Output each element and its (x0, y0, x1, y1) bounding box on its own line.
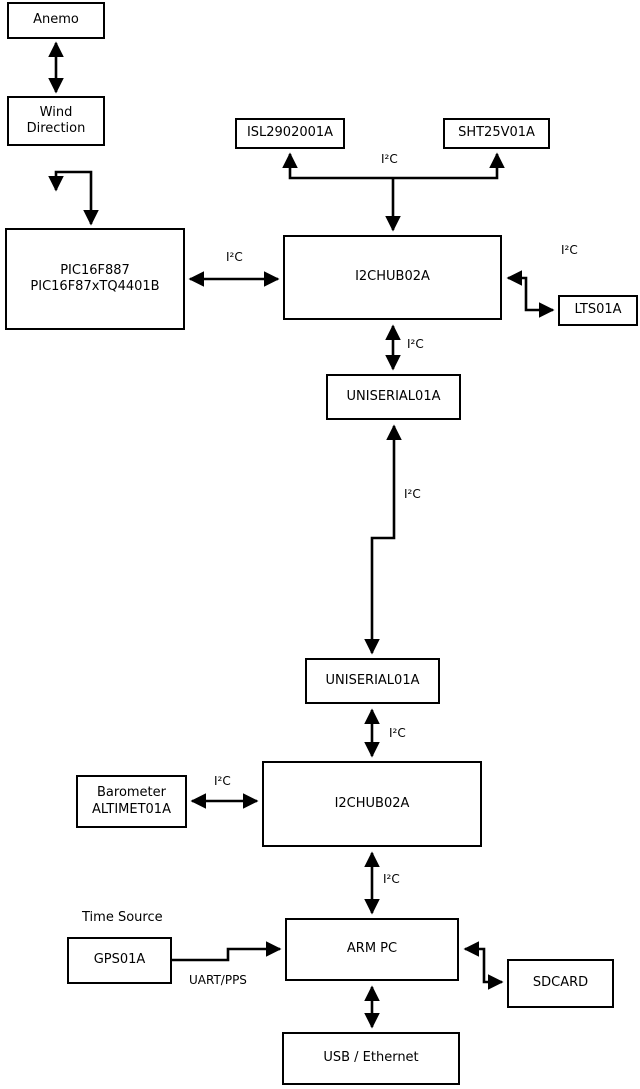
node-gps01a[interactable]: GPS01A (67, 937, 172, 984)
node-i2chub02a-top-label: I2CHUB02A (355, 269, 430, 285)
node-arm-pc-label: ARM PC (346, 941, 398, 957)
edge-label-i2c-uniserial-link: I²C (404, 487, 421, 501)
edge-label-i2c-top-bus: I²C (381, 152, 398, 166)
connector-gps-armpc (172, 941, 282, 962)
node-anemo-label: Anemo (33, 12, 79, 28)
node-pic-microcontroller[interactable]: PIC16F887 PIC16F87xTQ4401B (5, 228, 185, 330)
node-anemo[interactable]: Anemo (7, 2, 105, 39)
node-isl2902001a-label: ISL2902001A (246, 125, 334, 141)
node-isl2902001a[interactable]: ISL2902001A (235, 118, 345, 149)
node-usb-ethernet[interactable]: USB / Ethernet (282, 1032, 460, 1085)
node-i2chub02a-top[interactable]: I2CHUB02A (283, 235, 502, 320)
node-sdcard-label: SDCARD (532, 975, 589, 991)
node-usb-ethernet-label: USB / Ethernet (323, 1050, 419, 1066)
connector-hubtop-lts (506, 270, 555, 318)
label-time-source: Time Source (82, 910, 163, 925)
node-wind-direction-label: Wind Direction (26, 104, 86, 136)
node-barometer-altimet01a-label: Barometer ALTIMET01A (92, 785, 171, 817)
node-i2chub02a-bottom[interactable]: I2CHUB02A (262, 761, 482, 847)
node-sht25v01a[interactable]: SHT25V01A (443, 118, 550, 149)
edge-label-i2c-uniserial-lower-hub: I²C (389, 726, 406, 740)
edge-label-i2c-hub-armpc: I²C (383, 872, 400, 886)
node-barometer-altimet01a[interactable]: Barometer ALTIMET01A (76, 775, 187, 828)
node-sdcard[interactable]: SDCARD (507, 959, 614, 1008)
node-uniserial01a-lower-label: UNISERIAL01A (325, 672, 420, 688)
edge-label-i2c-pic-hub: I²C (226, 250, 243, 264)
node-uniserial01a-upper[interactable]: UNISERIAL01A (326, 374, 461, 420)
connector-bus-isl (282, 152, 393, 180)
edge-label-i2c-barometer-hub: I²C (214, 774, 231, 788)
node-lts01a-label: LTS01A (574, 302, 622, 318)
node-pic-microcontroller-label: PIC16F887 PIC16F87xTQ4401B (30, 262, 160, 294)
node-uniserial01a-upper-label: UNISERIAL01A (346, 388, 441, 404)
node-wind-direction[interactable]: Wind Direction (7, 96, 105, 146)
edge-label-i2c-hub-lts: I²C (561, 243, 578, 257)
node-sht25v01a-label: SHT25V01A (458, 125, 535, 141)
edge-label-i2c-hub-uniserial-upper: I²C (407, 337, 424, 351)
connector-armpc-sdcard (463, 941, 504, 990)
connector-pic-wind (48, 170, 99, 226)
connector-bus-sht (393, 152, 505, 180)
connector-uni1-uni2 (364, 424, 402, 655)
node-uniserial01a-lower[interactable]: UNISERIAL01A (305, 658, 440, 704)
node-lts01a[interactable]: LTS01A (558, 295, 638, 326)
node-gps01a-label: GPS01A (93, 952, 146, 968)
node-i2chub02a-bottom-label: I2CHUB02A (334, 795, 410, 811)
edge-label-uart-pps: UART/PPS (189, 973, 247, 987)
node-arm-pc[interactable]: ARM PC (285, 918, 459, 981)
